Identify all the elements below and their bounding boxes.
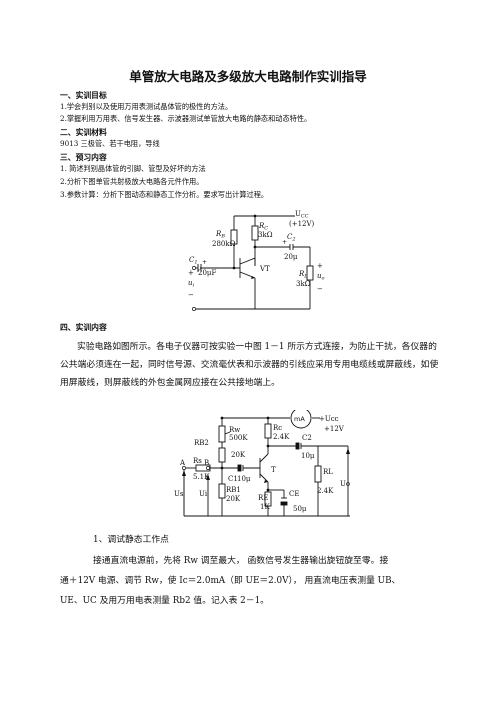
preview-line-2: 2.分析下图单管共射极放大电路各元件作用。 [60,177,204,186]
c1-rb-value: 280kΩ [212,240,236,248]
c1-uo-minus: − [317,285,323,293]
section-heading-content: 四、实训内容 [60,323,107,332]
c2-re-value: 1K [260,503,270,511]
circuit-diagram-2: mA +Uᴄᴄ +12V Rw 500K RB2 20K Rc 2.4K C2 … [174,410,350,517]
c1-rc-label: RC [258,222,268,232]
c2-ui-label: Ui [199,490,208,498]
c2-c1-label: C1 [228,475,238,483]
c2-us-label: Us [174,490,184,498]
static-text-line-1: 接通直流电源前，先将 Rw 调至最大， 函数信号发生器输出旋钮旋至零。接 [93,556,389,566]
c1-c2-label: C2 [287,233,296,243]
c2-c1-value: 10μ [237,475,251,483]
objective-line-2: 2.掌握利用万用表、信号发生器、示波器测试单管放大电路的静态和动态特性。 [60,114,312,123]
c1-rl-value: 3kΩ [296,280,311,288]
c2-c2-label: C2 [302,434,312,442]
static-text-line-3: UE、UC 及用万用电表测量 Rb2 值。记入表 2－1。 [60,596,269,606]
section-heading-objectives: 一、实训目标 [60,91,107,100]
c1-rl-label: RL [298,270,308,280]
section-heading-materials: 二、实训材料 [60,128,107,137]
c1-c1-plus: + [202,259,207,266]
c1-uo-plus: + [317,262,323,270]
page-title: 单管放大电路及多级放大电路制作实训指导 [129,69,367,84]
c1-c2-value: 20μ [284,253,298,261]
objective-line-1: 1.学会判别以及使用万用表测试晶体管的极性的方法。 [60,102,233,111]
c1-c1-label: C1 [189,256,198,266]
content-paragraph: 实验电路如图所示。各电子仪器可按实验一中图 1－1 所示方式连接，为防止干扰，各… [60,342,439,388]
c2-rs-value: 5.1K [193,473,210,481]
c1-ui-minus: − [188,291,194,299]
c2-t-label: T [271,466,276,474]
c2-rl-label: RL [323,468,333,476]
c2-rs-label: Rs [193,457,202,465]
c2-ce-label: CE [289,490,299,498]
static-text-line-2: 通＋12V 电源、调节 Rw，使 Ic＝2.0mA（即 UE＝2.0V）， 用直… [60,576,401,586]
c2-re-label: RE [258,494,268,502]
c2-c2-value: 10μ [301,452,315,460]
c2-rl-value: 2.4K [317,487,334,495]
c1-c2-plus: + [282,239,287,246]
preview-line-3: 3.参数计算：分析下图动态和静态工作分析。要求写出计算过程。 [60,190,269,199]
preview-line-1: 1. 简述判别晶体管的引脚、管型及好坏的方法 [60,164,206,173]
c2-ma-label: mA [294,415,305,423]
c2-rb1-value: 20K [226,495,241,503]
c2-rc-label: Rc [273,424,282,432]
subsection-heading-static: 1、调试静态工作点 [93,535,169,545]
c2-20k-top: 20K [231,451,246,459]
c2-node-b: B [204,459,209,467]
c2-ucc-value: +12V [324,425,345,433]
c2-ce-value: 50μ [293,505,307,513]
c1-ui-label: ui [188,279,195,289]
c1-ucc-label: UCC [295,210,309,220]
c1-rc-value: 3kΩ [258,231,273,239]
c1-c1-value: 20μF [198,269,216,277]
c1-ui-plus: + [188,269,194,277]
circuit-diagram-1: UCC (+12V) RB 280kΩ RC 3kΩ C2 + 20μ C1 +… [188,210,325,311]
c2-rw-label: Rw [229,426,240,434]
c2-node-a: A [179,459,186,467]
c2-rb1-label: RB1 [226,486,241,494]
c2-uo-label: Uo [340,480,350,488]
c2-rw-value: 500K [229,434,248,442]
c1-rb-label: RB [215,230,225,240]
c1-ucc-value: (+12V) [289,220,315,228]
section-heading-preview: 三、预习内容 [60,153,107,162]
c1-vt-label: VT [259,265,270,273]
c2-ucc-label: +Uᴄᴄ [319,415,339,423]
c1-uo-label: uo [317,272,325,282]
c2-rb2-label: RB2 [194,439,209,447]
c2-rc-value: 2.4K [273,433,290,441]
materials-line-1: 9013 三极管、若干电阻，导线 [60,139,160,148]
